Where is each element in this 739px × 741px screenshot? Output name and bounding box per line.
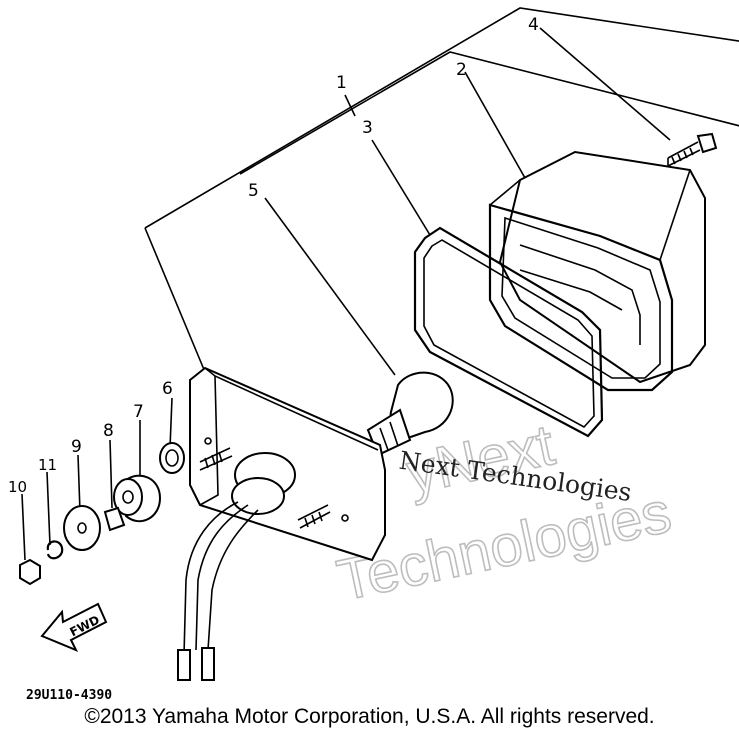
callout-10: 10 <box>8 478 27 496</box>
callout-11: 11 <box>38 456 57 474</box>
callout-9: 9 <box>71 437 82 457</box>
lock-washer-11 <box>46 540 64 560</box>
collar-8 <box>103 506 126 532</box>
callout-5: 5 <box>248 181 259 201</box>
small-fasteners <box>19 442 185 586</box>
callout-6: 6 <box>162 379 173 399</box>
callout-7: 7 <box>133 402 144 422</box>
callout-3: 3 <box>362 118 373 138</box>
callout-1: 1 <box>336 73 347 93</box>
copyright-notice: ©2013 Yamaha Motor Corporation, U.S.A. A… <box>84 705 655 728</box>
group-bracket-lines <box>144 7 739 373</box>
lens-gasket <box>413 226 604 438</box>
tail-light-lens <box>488 150 706 392</box>
nut-10 <box>19 558 41 586</box>
fwd-arrow: FWD <box>40 602 108 652</box>
callout-4: 4 <box>528 15 539 35</box>
leader-lines <box>21 27 671 561</box>
lens-screw <box>667 132 718 167</box>
callout-2: 2 <box>456 60 467 80</box>
callout-8: 8 <box>103 421 114 441</box>
washer-9 <box>63 505 101 551</box>
tail-light-base <box>177 366 386 681</box>
diagram-part-number: 29U110-4390 <box>26 688 112 703</box>
washer-6 <box>159 442 185 474</box>
